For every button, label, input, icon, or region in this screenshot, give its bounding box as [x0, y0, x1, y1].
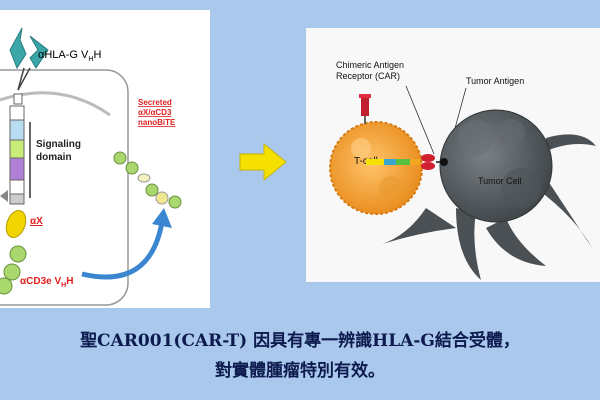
right-arrow-icon — [239, 142, 287, 182]
cell-boundary — [0, 69, 129, 306]
caption-line-1: 聖CAR001(CAR-T) 因具有專一辨識HLA-G結合受體， — [80, 331, 520, 351]
cd3e-label: αCD3e VHH — [20, 276, 73, 289]
alpha-x-domain — [5, 209, 27, 239]
secreted-nanobite-icon — [113, 151, 182, 209]
car-receptor-icon — [366, 154, 435, 170]
tumor-cell-label: Tumor Cell — [478, 176, 522, 186]
antibody-label: αHLA-G VHH — [38, 49, 101, 63]
small-arrow-icon — [0, 190, 8, 202]
antibody-vh-icon — [9, 27, 49, 91]
cell-membrane — [0, 91, 111, 117]
hinge-segment — [13, 93, 23, 105]
secretion-arrow-icon — [81, 208, 172, 280]
car-receptor-top-icon — [359, 94, 371, 124]
tumor-antigen-icon — [436, 158, 448, 166]
tumor-antigen-label: Tumor Antigen — [466, 76, 524, 86]
car-pointer-line — [405, 85, 435, 155]
alpha-x-label: αX — [30, 216, 43, 227]
caption-line-2: 對實體腫瘤特別有效。 — [215, 361, 385, 381]
cd3e-domain-chain — [0, 245, 27, 295]
tcell-icon — [329, 121, 423, 215]
tcell-label: T-cell — [354, 156, 378, 167]
signaling-domain-stack — [9, 105, 25, 205]
tumor-cell-icon — [376, 109, 596, 280]
